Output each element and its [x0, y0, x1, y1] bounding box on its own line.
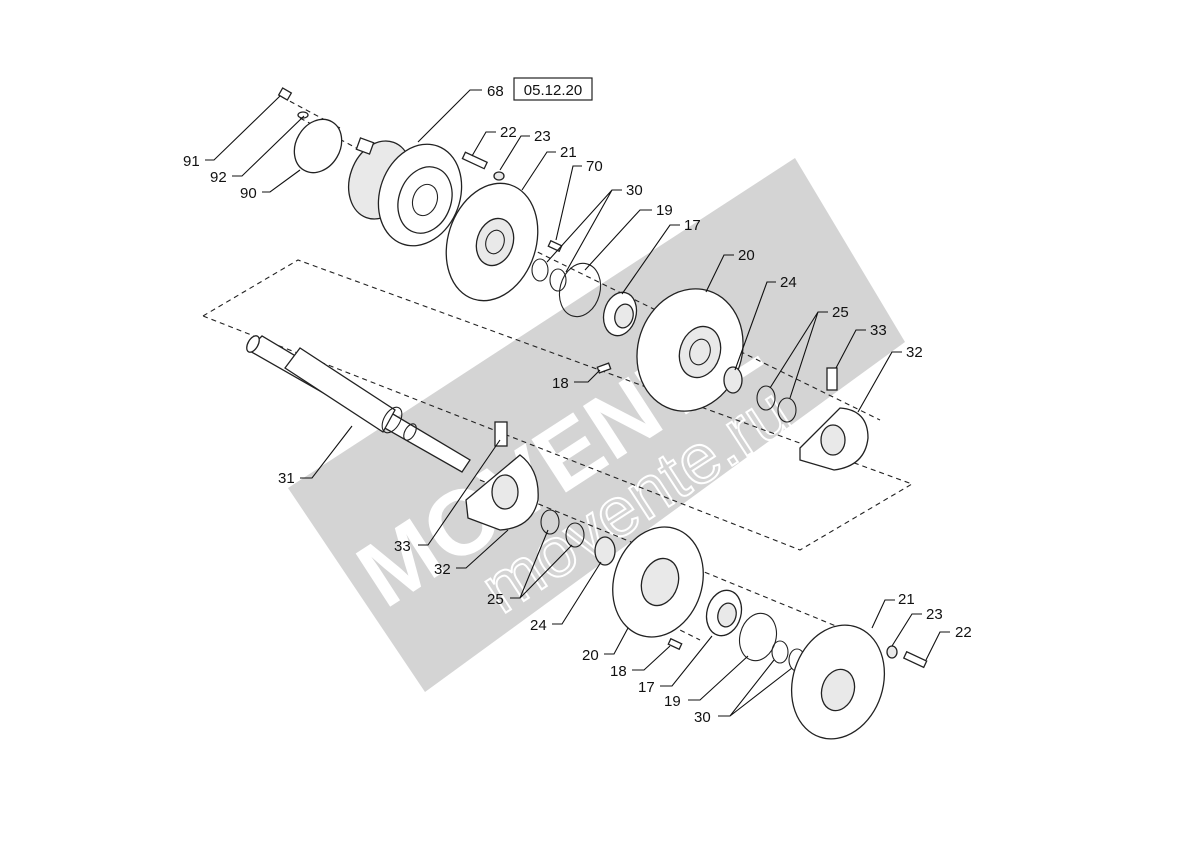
part-33-screw-bottom — [494, 421, 508, 447]
callout-18-top: 18 — [552, 375, 569, 392]
part-25-rings-top — [756, 385, 797, 423]
callout-25-bottom: 25 — [487, 591, 504, 608]
part-21-flange-top — [445, 182, 539, 302]
callout-20-bottom: 20 — [582, 647, 599, 664]
callout-30-top: 30 — [626, 182, 643, 199]
callout-19-bottom: 19 — [664, 693, 681, 710]
callout-20-top: 20 — [738, 247, 755, 264]
leader-lines — [205, 89, 950, 717]
callout-18-bottom: 18 — [610, 663, 627, 680]
part-24-seal-bottom — [594, 536, 616, 566]
part-92-screw — [297, 111, 309, 119]
callout-23-bottom: 23 — [926, 606, 943, 623]
part-32-collar-top — [799, 407, 869, 471]
part-17-bearing-bottom — [705, 589, 743, 637]
callout-91: 91 — [183, 153, 200, 170]
callout-24-top: 24 — [780, 274, 797, 291]
callout-17-top: 17 — [684, 217, 701, 234]
callout-31: 31 — [278, 470, 295, 487]
part-20-housing-top — [636, 288, 744, 412]
callout-17-bottom: 17 — [638, 679, 655, 696]
callout-32-bottom: 32 — [434, 561, 451, 578]
part-33-screw-top — [826, 367, 838, 391]
part-17-bearing-top — [602, 291, 638, 337]
callout-68: 68 — [487, 83, 504, 100]
callout-24-bottom: 24 — [530, 617, 547, 634]
callout-19-top: 19 — [656, 202, 673, 219]
callout-70: 70 — [586, 158, 603, 175]
part-32-collar-bottom — [465, 454, 539, 531]
callout-33-bottom: 33 — [394, 538, 411, 555]
part-19-ring-bottom — [738, 612, 778, 662]
part-24-seal-top — [723, 366, 743, 394]
callout-21-bottom: 21 — [898, 591, 915, 608]
svg-text:05.12.20: 05.12.20 — [524, 82, 582, 99]
part-31-shaft — [246, 335, 471, 473]
watermark-band — [288, 158, 905, 692]
part-25-rings-bottom — [540, 509, 585, 548]
part-90-cover-plate — [293, 118, 343, 174]
part-21-flange-bottom — [790, 624, 886, 740]
callout-22-bottom: 22 — [955, 624, 972, 641]
part-23-washer-bottom — [886, 645, 898, 659]
callout-92: 92 — [210, 169, 227, 186]
part-91-screw — [277, 87, 293, 101]
reference-box: 05.12.20 — [513, 77, 593, 101]
callout-23-top: 23 — [534, 128, 551, 145]
callout-22-top: 22 — [500, 124, 517, 141]
part-20-housing-bottom — [612, 526, 704, 638]
part-18-screw-top — [596, 362, 612, 374]
callout-32-top: 32 — [906, 344, 923, 361]
part-22-bolt-top — [461, 151, 489, 170]
callout-30-bottom: 30 — [694, 709, 711, 726]
callout-25-top: 25 — [832, 304, 849, 321]
callout-21-top: 21 — [560, 144, 577, 161]
callout-90: 90 — [240, 185, 257, 202]
part-68-hydraulic-motor — [348, 137, 463, 247]
part-23-washer-top — [493, 171, 505, 181]
part-70-pin — [547, 239, 563, 253]
part-30-orings-top — [531, 258, 567, 292]
part-18-screw-bottom — [667, 637, 683, 651]
part-22-bolt-bottom — [902, 650, 928, 669]
part-19-ring-top — [558, 262, 602, 318]
callout-labels: 91 92 90 68 22 23 21 70 30 19 17 20 24 2… — [183, 83, 972, 726]
callout-33-top: 33 — [870, 322, 887, 339]
